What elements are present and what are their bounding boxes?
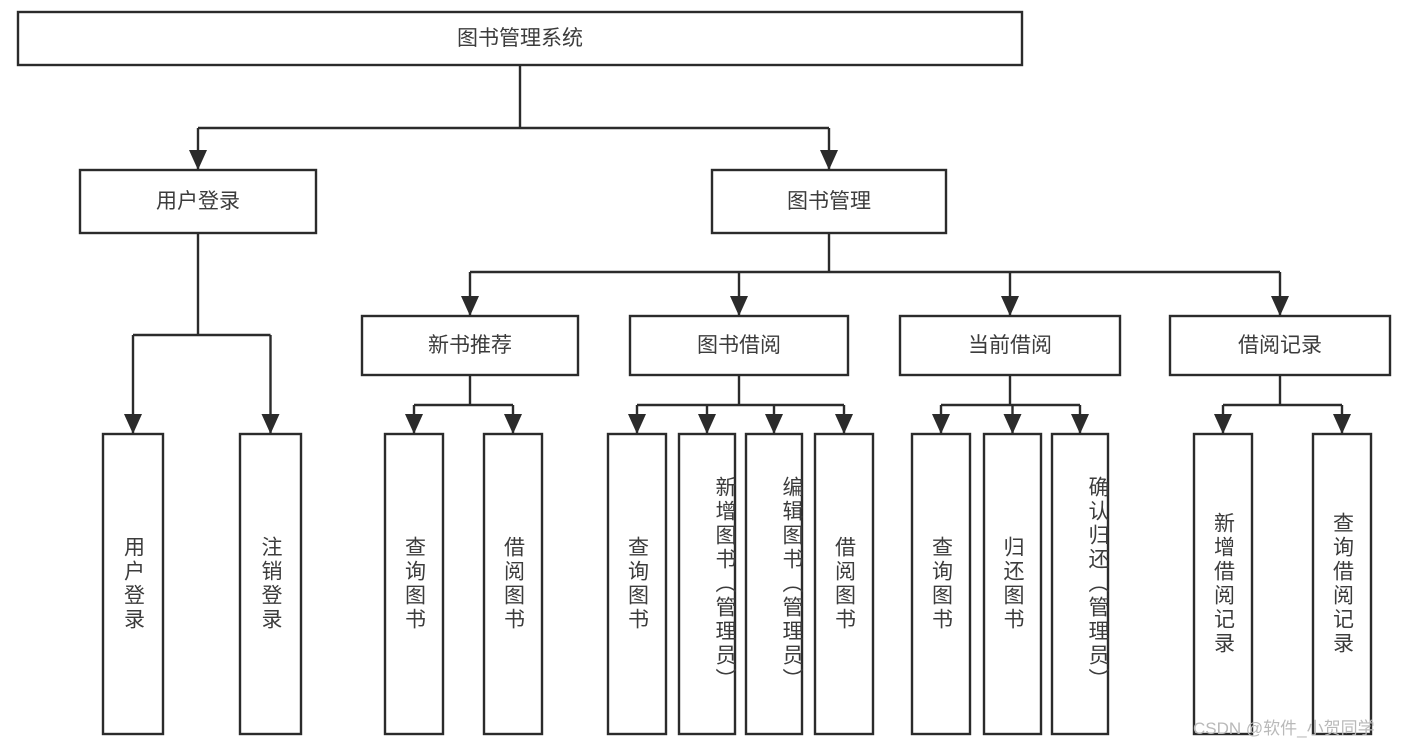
arrowhead bbox=[405, 414, 423, 434]
node-label-root: 图书管理系统 bbox=[457, 27, 583, 50]
node-box-leaf-confirm-return[interactable] bbox=[1050, 432, 1110, 736]
arrowhead bbox=[765, 414, 783, 434]
node-label-user-login: 用户登录 bbox=[156, 190, 240, 213]
node-label-borrow-record: 借阅记录 bbox=[1238, 334, 1322, 357]
node-box-leaf-query-borrow-record[interactable] bbox=[1311, 432, 1373, 736]
node-box-root[interactable] bbox=[16, 10, 1024, 67]
node-box-leaf-query-book-rec[interactable] bbox=[383, 432, 445, 736]
arrowhead bbox=[628, 414, 646, 434]
node-box-leaf-return-book[interactable] bbox=[982, 432, 1043, 736]
node-box-leaf-query-book-current[interactable] bbox=[910, 432, 972, 736]
node-box-new-book-recommend[interactable] bbox=[360, 314, 580, 377]
arrowhead bbox=[1003, 414, 1022, 434]
node-box-book-management[interactable] bbox=[710, 168, 948, 235]
arrowhead bbox=[698, 414, 716, 434]
arrowhead bbox=[835, 414, 853, 434]
node-label-book-borrow: 图书借阅 bbox=[697, 334, 781, 357]
node-box-book-borrow[interactable] bbox=[628, 314, 850, 377]
arrowhead bbox=[1333, 414, 1351, 434]
arrowhead bbox=[1214, 414, 1232, 434]
node-box-leaf-borrow-book-rec[interactable] bbox=[482, 432, 544, 736]
node-box-leaf-borrow-book[interactable] bbox=[813, 432, 875, 736]
arrowhead bbox=[1271, 296, 1289, 316]
node-label-new-book-recommend: 新书推荐 bbox=[428, 334, 512, 357]
node-box-user-login[interactable] bbox=[78, 168, 318, 235]
arrowhead bbox=[1071, 414, 1089, 434]
arrowhead bbox=[730, 296, 748, 316]
node-box-leaf-user-login[interactable] bbox=[101, 432, 165, 736]
node-box-leaf-edit-book[interactable] bbox=[744, 432, 804, 736]
arrowhead bbox=[820, 150, 838, 170]
arrowhead bbox=[504, 414, 522, 434]
node-box-leaf-add-borrow-record[interactable] bbox=[1192, 432, 1254, 736]
arrowhead bbox=[124, 414, 142, 434]
connectors-layer bbox=[124, 65, 1351, 434]
csdn-watermark: CSDN @软件_小贺同学 bbox=[1193, 719, 1375, 738]
node-box-leaf-logout[interactable] bbox=[238, 432, 303, 736]
arrowhead bbox=[932, 414, 950, 434]
node-box-leaf-query-book-borrow[interactable] bbox=[606, 432, 668, 736]
arrowhead bbox=[261, 414, 280, 434]
node-box-borrow-record[interactable] bbox=[1168, 314, 1392, 377]
arrowhead bbox=[461, 296, 479, 316]
boxes-layer bbox=[16, 10, 1392, 736]
node-box-leaf-add-book[interactable] bbox=[677, 432, 737, 736]
node-label-current-borrow: 当前借阅 bbox=[968, 334, 1052, 357]
arrowhead bbox=[189, 150, 207, 170]
arrowhead bbox=[1001, 296, 1019, 316]
node-box-current-borrow[interactable] bbox=[898, 314, 1122, 377]
node-label-book-management: 图书管理 bbox=[787, 190, 871, 213]
